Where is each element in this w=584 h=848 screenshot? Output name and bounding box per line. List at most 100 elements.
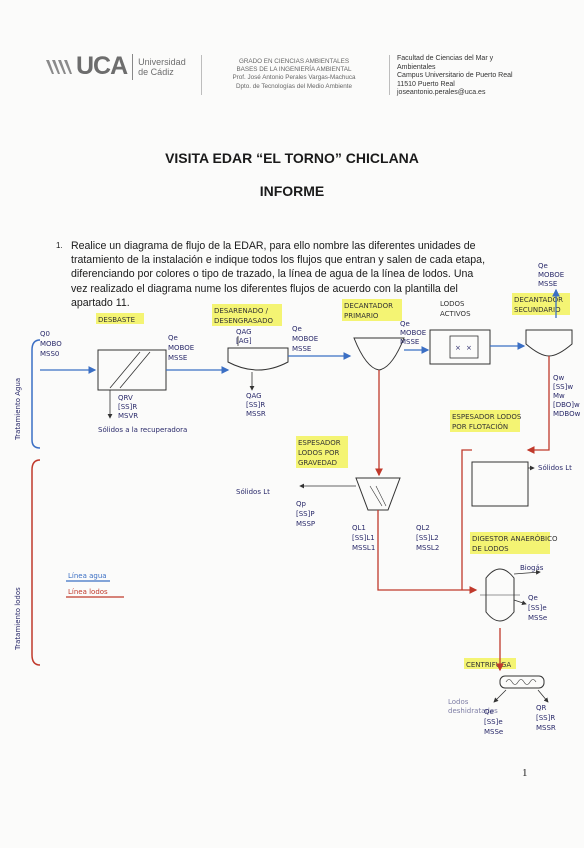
flow-q0-2: MOBO <box>40 340 62 348</box>
svg-text:MOBOE: MOBOE <box>400 329 426 337</box>
svg-text:[SS]e: [SS]e <box>484 718 503 726</box>
svg-text:MSSe: MSSe <box>528 614 547 622</box>
unit-espesador-gravedad-2: LODOS POR <box>298 449 339 457</box>
unit-espesador-gravedad-1: ESPESADOR <box>298 439 341 447</box>
svg-text:[SS]R: [SS]R <box>536 714 555 722</box>
svg-text:MSSP: MSSP <box>296 520 315 528</box>
unit-digestor-1: DIGESTOR ANAERÓBICO <box>472 534 558 543</box>
svg-text:Qe: Qe <box>168 334 178 342</box>
unit-decantador-primario-1: DECANTADOR <box>344 302 393 310</box>
espesador-gravedad-unit <box>355 477 401 511</box>
unit-espesador-flotacion-1: ESPESADOR LODOS <box>452 413 522 421</box>
svg-text:Mw: Mw <box>553 392 565 400</box>
note-solidos-recuperadora: Sólidos a la recuperadora <box>98 426 187 434</box>
page-number: 1 <box>522 767 528 779</box>
svg-text:Qw: Qw <box>553 374 565 382</box>
svg-text:Qe: Qe <box>292 325 302 333</box>
unit-centrifuga: CENTRIFUGA <box>466 661 511 669</box>
note-biogas: Biogás <box>520 564 544 572</box>
svg-text:MSSE: MSSE <box>168 354 187 362</box>
legend-sludge: Línea lodos <box>68 588 108 596</box>
svg-text:QAG: QAG <box>236 328 252 336</box>
lodos-activos-unit <box>429 329 491 365</box>
uca-emblem-icon <box>46 59 72 74</box>
svg-text:MSSE: MSSE <box>400 338 419 346</box>
svg-text:MSSe: MSSe <box>484 728 503 736</box>
desarenado-unit <box>227 347 289 371</box>
unit-lodos-activos-2: ACTIVOS <box>440 310 471 318</box>
svg-text:Qe: Qe <box>538 262 548 270</box>
svg-text:[SS]R: [SS]R <box>118 403 137 411</box>
svg-text:QL1: QL1 <box>352 524 366 532</box>
svg-text:deshidratados: deshidratados <box>448 707 498 715</box>
svg-text:×: × <box>455 344 461 352</box>
unit-digestor-2: DE LODOS <box>472 545 509 553</box>
water-bracket <box>31 339 41 449</box>
unit-espesador-gravedad-3: GRAVEDAD <box>298 459 337 467</box>
svg-text:[SS]P: [SS]P <box>296 510 315 518</box>
faculty-address: Facultad de Ciencias del Mar y Ambiental… <box>397 55 513 97</box>
svg-text:[SS]e: [SS]e <box>528 604 547 612</box>
decantador-primario-unit <box>353 337 405 371</box>
svg-text:MDBOw: MDBOw <box>553 410 581 418</box>
espesador-flotacion-unit <box>471 461 529 507</box>
page-title: VISITA EDAR “EL TORNO” CHICLANA <box>165 150 419 166</box>
svg-text:Qp: Qp <box>296 500 307 508</box>
svg-text:QRV: QRV <box>118 394 133 402</box>
note-solidos-flotacion: Sólidos Lt <box>538 464 572 472</box>
svg-text:MOBOE: MOBOE <box>168 344 194 352</box>
page-subtitle: INFORME <box>259 183 325 199</box>
svg-text:MSSE: MSSE <box>292 345 311 353</box>
svg-text:MOBOE: MOBOE <box>292 335 318 343</box>
svg-text:[SS]R: [SS]R <box>246 401 265 409</box>
decantador-secundario-unit <box>525 329 573 357</box>
side-label-sludge: Tratamiento lodos <box>14 587 22 651</box>
question-text: Realice un diagrama de flujo de la EDAR,… <box>71 240 486 309</box>
desbaste-unit <box>97 349 167 391</box>
centrifuga-unit <box>499 675 545 689</box>
question-1: 1. Realice un diagrama de flujo de la ED… <box>56 239 486 310</box>
svg-text:MSVR: MSVR <box>118 412 138 420</box>
flow-q0-1: Q0 <box>40 330 50 338</box>
logo-text: UCA <box>76 52 128 80</box>
svg-text:QAG: QAG <box>246 392 262 400</box>
unit-desarenado-2: DESENGRASADO <box>214 317 273 325</box>
unit-lodos-activos-1: LODOS <box>440 300 465 308</box>
unit-desarenado-1: DESARENADO / <box>214 307 269 315</box>
sludge-bracket <box>31 459 41 666</box>
svg-text:[SS]L1: [SS]L1 <box>352 534 375 542</box>
svg-text:[AG]: [AG] <box>236 337 252 345</box>
unit-desbaste: DESBASTE <box>98 316 135 324</box>
question-number: 1. <box>56 241 63 250</box>
unit-decantador-secundario-1: DECANTADOR <box>514 296 563 304</box>
svg-text:×: × <box>466 344 472 352</box>
svg-text:MSSE: MSSE <box>538 280 557 288</box>
unit-decantador-primario-2: PRIMARIO <box>344 312 379 320</box>
svg-text:QR: QR <box>536 704 547 712</box>
svg-text:Qe: Qe <box>400 320 410 328</box>
legend-water: Línea agua <box>68 572 107 580</box>
svg-text:MOBOE: MOBOE <box>538 271 564 279</box>
svg-text:[SS]w: [SS]w <box>553 383 573 391</box>
svg-text:MSSL2: MSSL2 <box>416 544 439 552</box>
side-label-water: Tratamiento Agua <box>14 378 22 441</box>
svg-text:MSSR: MSSR <box>246 410 266 418</box>
svg-text:[DBO]w: [DBO]w <box>553 401 580 409</box>
note-solidos-lt: Sólidos Lt <box>236 488 270 496</box>
svg-text:MSSR: MSSR <box>536 724 556 732</box>
svg-text:MSSL1: MSSL1 <box>352 544 375 552</box>
flow-q0-3: MSS0 <box>40 350 59 358</box>
svg-text:QL2: QL2 <box>416 524 430 532</box>
unit-decantador-secundario-2: SECUNDARIO <box>514 306 561 314</box>
svg-text:Qe: Qe <box>484 708 494 716</box>
unit-espesador-flotacion-2: POR FLOTACIÓN <box>452 422 508 431</box>
svg-text:[SS]L2: [SS]L2 <box>416 534 439 542</box>
svg-text:Qe: Qe <box>528 594 538 602</box>
course-info: GRADO EN CIENCIAS AMBIENTALES BASES DE L… <box>232 58 356 90</box>
svg-text:Lodos: Lodos <box>448 698 469 706</box>
digestor-unit <box>485 568 515 622</box>
